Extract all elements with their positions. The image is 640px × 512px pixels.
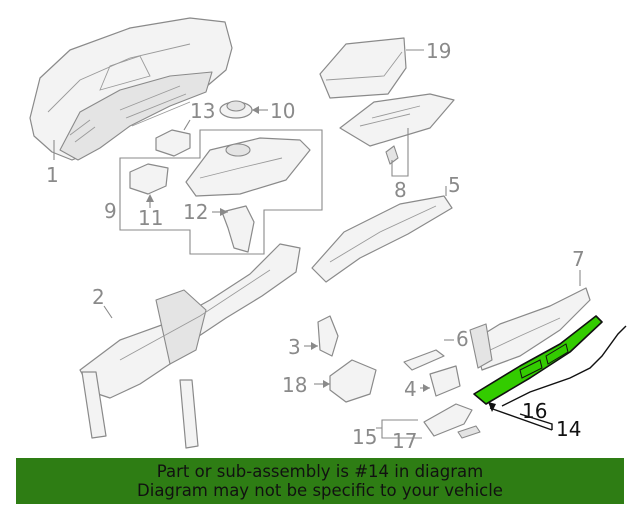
callout-3: 3 <box>288 335 301 359</box>
callout-7: 7 <box>572 247 585 271</box>
callout-19: 19 <box>426 39 451 63</box>
part-17[interactable] <box>457 425 481 439</box>
part-3[interactable] <box>317 315 339 357</box>
part-1-instrument-panel[interactable] <box>29 17 233 161</box>
part-2-cross-car-beam[interactable] <box>79 243 301 449</box>
part-16-wire-harness[interactable] <box>501 325 627 407</box>
callout-11: 11 <box>138 206 163 230</box>
part-6[interactable] <box>403 349 445 371</box>
callout-9: 9 <box>104 199 117 223</box>
callout-15: 15 <box>352 425 377 449</box>
callout-1: 1 <box>46 163 59 187</box>
part-7-knee-panel[interactable] <box>469 287 591 371</box>
part-8-bracket[interactable] <box>339 93 455 165</box>
callout-18: 18 <box>282 373 307 397</box>
part-11[interactable] <box>129 163 169 195</box>
part-18[interactable] <box>329 359 377 403</box>
part-10-speaker[interactable] <box>219 100 253 119</box>
part-5-trim-panel[interactable] <box>311 195 453 283</box>
callout-10: 10 <box>270 99 295 123</box>
footer-banner <box>16 458 624 504</box>
part-19-airbag-module[interactable] <box>319 37 407 99</box>
callout-13: 13 <box>190 99 215 123</box>
part-14-highlighted[interactable] <box>473 315 603 405</box>
callout-8: 8 <box>394 178 407 202</box>
footer-line-1: Part or sub-assembly is #14 in diagram <box>156 462 484 481</box>
part-4[interactable] <box>429 365 461 397</box>
footer-note: Part or sub-assembly is #14 in diagram D… <box>16 458 624 504</box>
callout-6: 6 <box>456 327 469 351</box>
parts-diagram: 1 13 10 12 11 9 19 8 <box>29 17 627 453</box>
callout-12: 12 <box>183 200 208 224</box>
callout-17: 17 <box>392 429 417 453</box>
group-box <box>119 129 323 255</box>
callout-5: 5 <box>448 173 461 197</box>
part-12-bracket-assembly[interactable] <box>185 137 311 253</box>
callout-16: 16 <box>522 399 547 423</box>
part-15[interactable] <box>423 403 473 437</box>
callout-14: 14 <box>556 417 581 441</box>
callout-2: 2 <box>92 285 105 309</box>
part-13[interactable] <box>155 129 191 157</box>
footer-line-2: Diagram may not be specific to your vehi… <box>137 481 503 500</box>
callout-4: 4 <box>404 377 417 401</box>
